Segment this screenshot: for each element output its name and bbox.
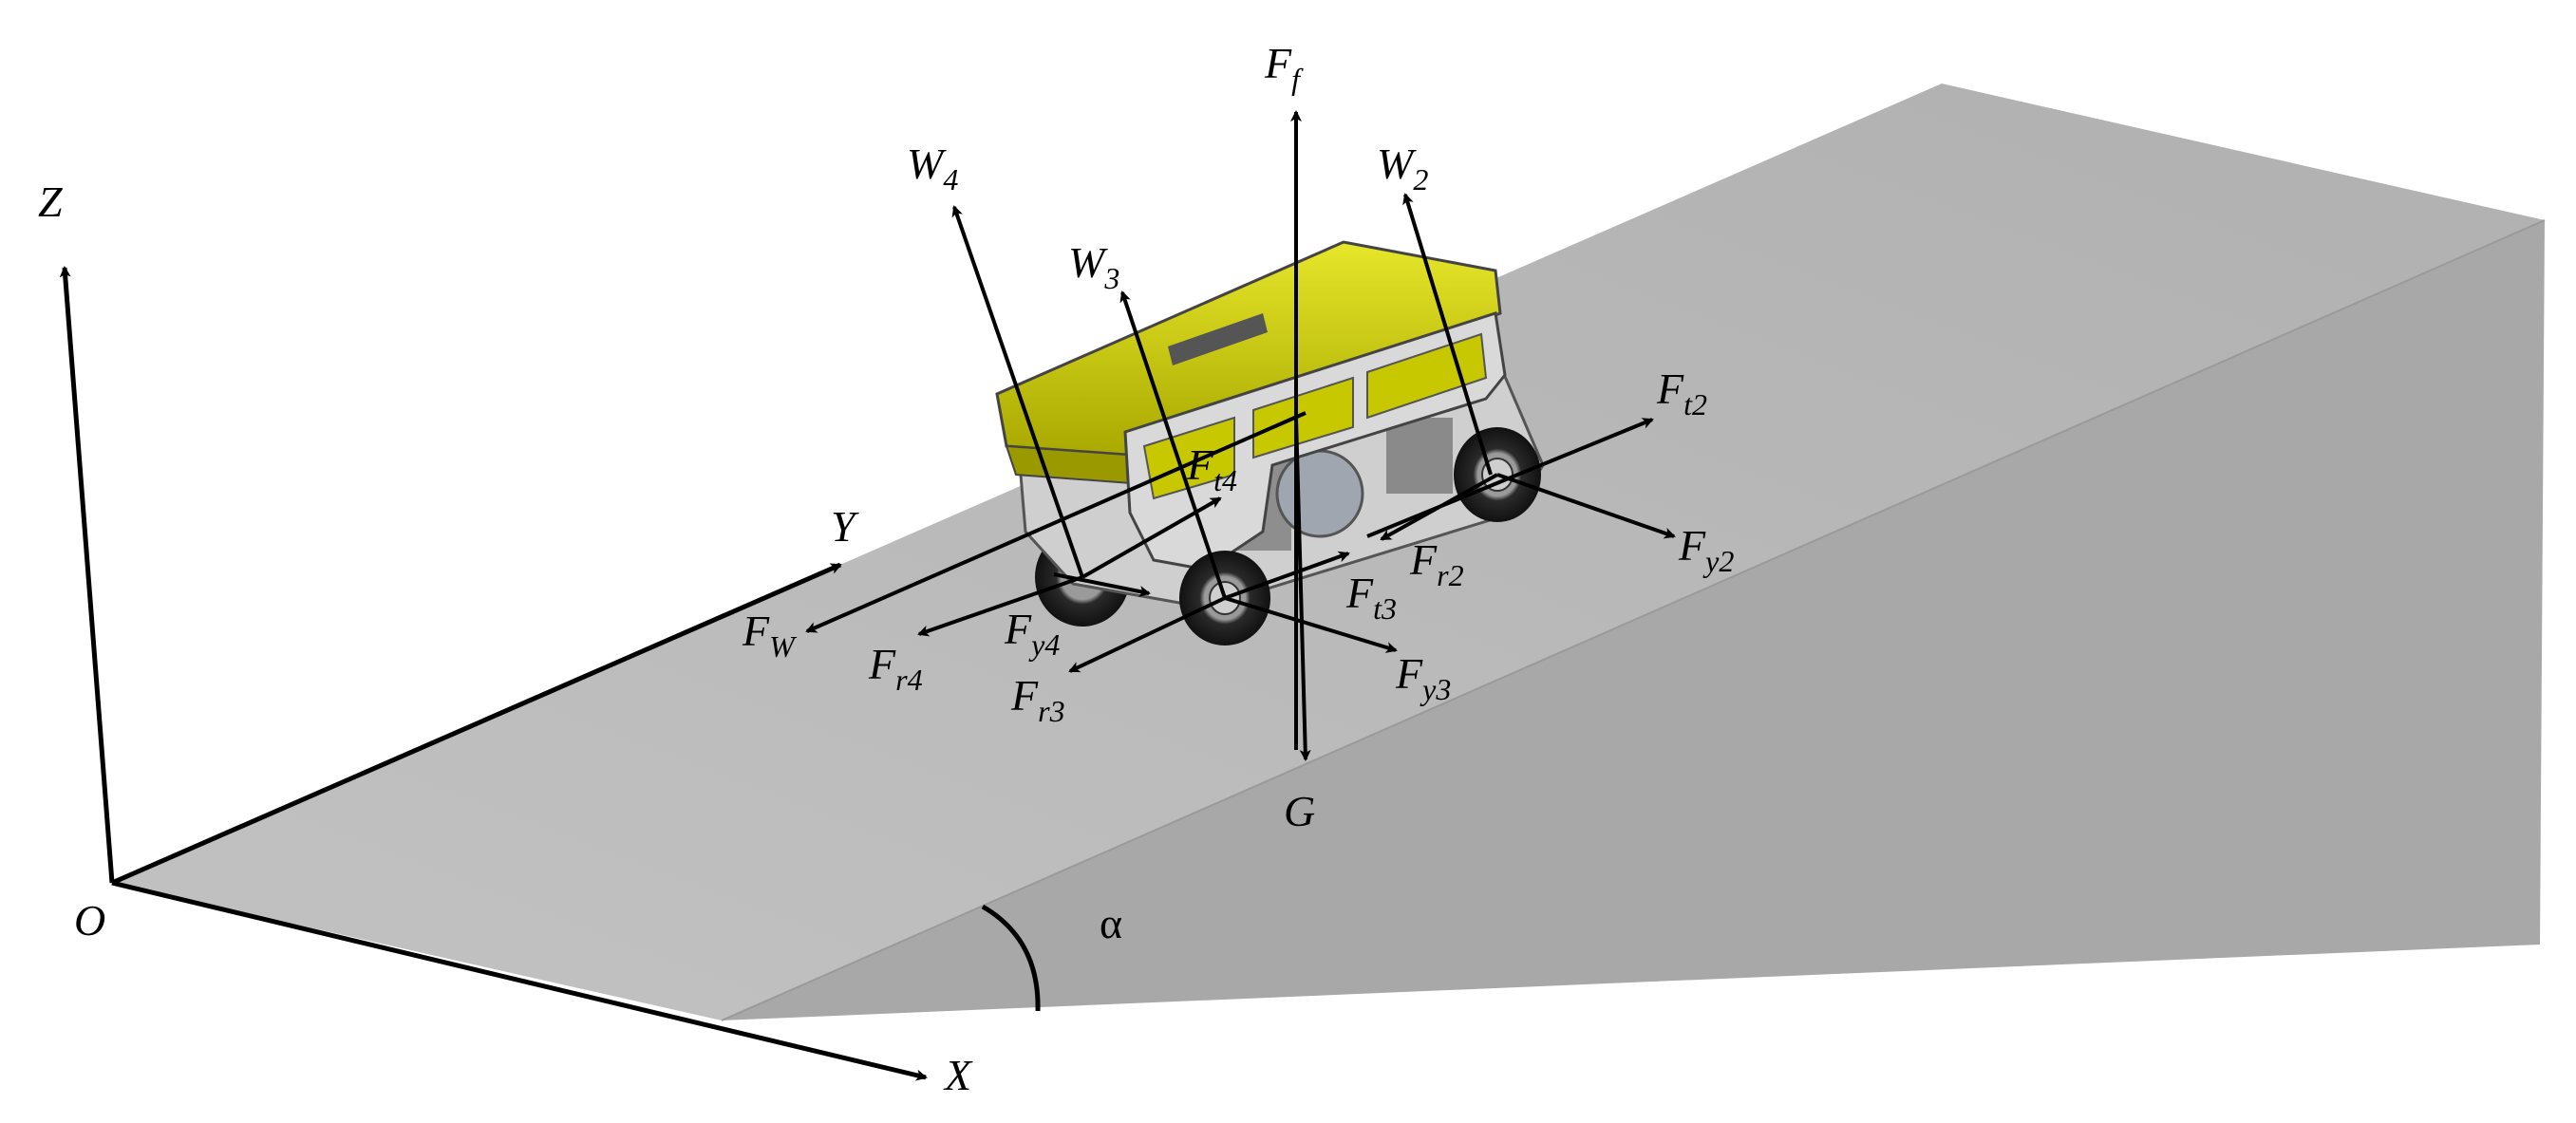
force-label-Ff: Ff [1264, 39, 1304, 96]
arrow-W3 [1119, 290, 1227, 599]
force-label-Fy4: Fy4 [1004, 605, 1060, 662]
labels: Z Y X O α Ff G W2 W3 W4 Ft2 Ft3 Ft4 Fr2 … [38, 39, 1734, 1099]
bracket-block [1386, 418, 1453, 494]
arrow-Fy4 [1053, 572, 1151, 597]
y-axis [110, 562, 842, 886]
force-label-Fr2: Fr2 [1409, 535, 1464, 592]
panel-window [1366, 332, 1488, 420]
slope-angle-label: α [1100, 899, 1122, 947]
force-label-Fr3: Fr3 [1010, 671, 1065, 728]
gear-disc [1275, 449, 1364, 538]
top-vent [1168, 313, 1268, 365]
arrow-G [1294, 417, 1311, 761]
force-label-Ft3: Ft3 [1345, 569, 1397, 626]
panel-window [1252, 376, 1354, 459]
force-arrows [805, 110, 1676, 761]
arrow-Ft4 [1081, 496, 1222, 579]
force-label-Fy2: Fy2 [1678, 521, 1734, 578]
force-label-G: G [1284, 787, 1315, 835]
arrow-W4 [951, 205, 1084, 578]
z-axis [59, 266, 115, 884]
arrow-Fr3 [1068, 596, 1226, 673]
arrow-Fy3 [1224, 596, 1398, 653]
arrow-Fy2 [1496, 473, 1676, 539]
coordinate-axes [59, 266, 928, 1081]
force-label-Ft2: Ft2 [1656, 365, 1707, 421]
axis-label-y: Y [831, 502, 859, 551]
force-label-Ft4: Ft4 [1186, 440, 1237, 497]
arrow-Fr2 [1380, 473, 1498, 541]
axis-label-origin: O [74, 896, 105, 945]
force-label-W4: W4 [907, 140, 958, 197]
axis-label-x: X [943, 1051, 973, 1099]
force-label-Fy3: Fy3 [1395, 649, 1451, 706]
arrow-Fr4 [917, 575, 1083, 637]
arrow-W2 [1402, 193, 1493, 476]
slope-ridge-line [721, 219, 2546, 1021]
force-label-Fr4: Fr4 [868, 640, 923, 697]
axis-label-z: Z [38, 178, 63, 226]
x-axis [111, 880, 928, 1081]
slope-angle-arc [981, 904, 1041, 1012]
arrow-Ft3 [1224, 551, 1350, 600]
arrow-Fw [805, 411, 1307, 633]
force-label-W2: W2 [1377, 140, 1428, 197]
force-label-W3: W3 [1068, 238, 1119, 295]
force-label-Fw: FW [742, 607, 798, 664]
